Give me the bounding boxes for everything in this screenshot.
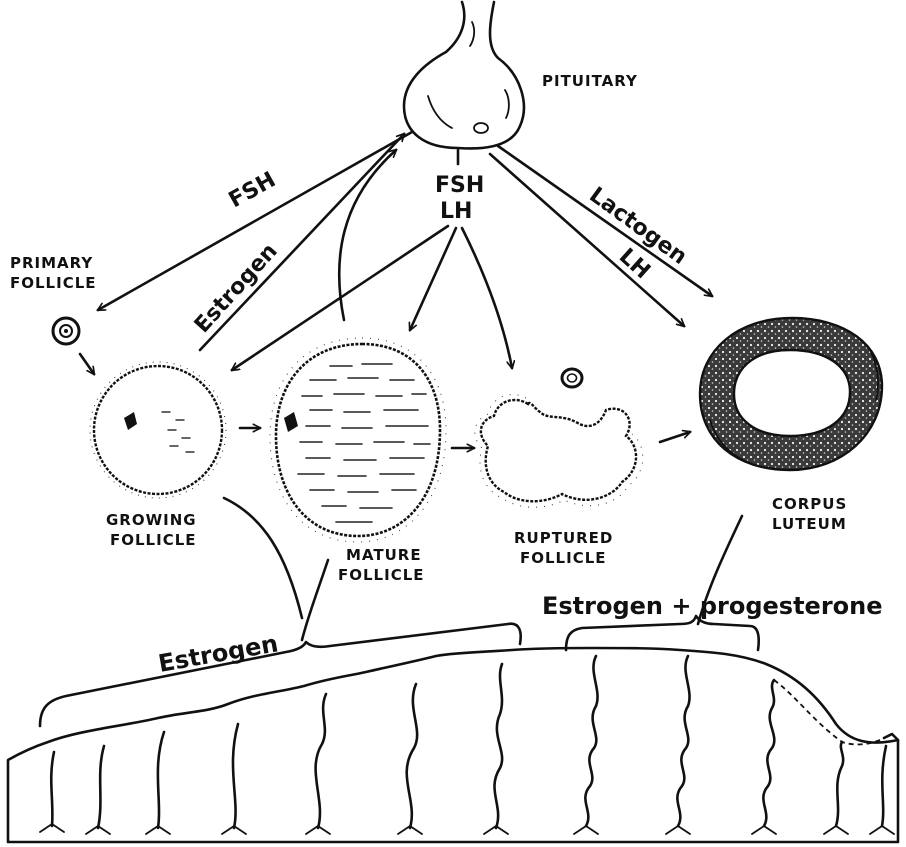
estrogen-brace <box>40 624 521 726</box>
arrow-fsh-lh-to-mature <box>410 228 456 330</box>
gland-5 <box>316 694 326 828</box>
primary-follicle <box>53 318 79 344</box>
endometrium-surface <box>8 648 898 842</box>
ruptured-follicle <box>475 395 643 508</box>
arrow-estrogen-to-pituitary <box>200 134 404 350</box>
arrow-lactogen-to-corpus <box>498 146 712 296</box>
mature-follicle <box>270 338 446 542</box>
pituitary-label: PITUITARY <box>542 72 638 90</box>
arrow-primary-to-growing <box>80 354 94 374</box>
connector-mature <box>302 560 328 640</box>
ruptured-follicle-label-line1: RUPTURED <box>514 529 613 547</box>
gland-8 <box>585 656 597 826</box>
arrow-ruptured-to-corpus <box>660 432 690 442</box>
primary-follicle-label-line1: PRIMARY <box>10 254 93 272</box>
connector-growing <box>224 498 302 618</box>
gland-12 <box>882 746 886 826</box>
gland-4 <box>233 724 238 828</box>
growing-follicle-label-line2: FOLLICLE <box>110 531 197 549</box>
gland-11 <box>836 742 843 826</box>
mature-follicle-label-line1: MATURE <box>346 546 422 564</box>
growing-follicle-label-line1: GROWING <box>106 511 197 529</box>
corpus-luteum-label-line2: LUTEUM <box>772 515 847 533</box>
hormone-arrows <box>98 132 712 370</box>
estrogen-progesterone-brace <box>566 616 759 650</box>
gland-10 <box>763 680 774 826</box>
corpus-luteum-label-line1: CORPUS <box>772 495 847 513</box>
gland-1 <box>51 752 54 826</box>
gland-6 <box>407 684 417 828</box>
estrogen-lower-label: Estrogen <box>156 629 280 678</box>
estrogen-progesterone-label: Estrogen + progesterone <box>542 592 883 620</box>
mature-follicle-label-line2: FOLLICLE <box>338 566 425 584</box>
released-ovum <box>562 369 582 387</box>
gland-2 <box>98 746 104 828</box>
gland-7 <box>494 664 502 828</box>
lh-right-label: LH <box>614 244 655 284</box>
growing-follicle <box>90 362 226 498</box>
gland-3 <box>158 732 164 828</box>
arrow-fsh-lh-to-ruptured <box>462 228 512 368</box>
lh-center-label: LH <box>440 199 472 224</box>
arrow-estrogen-mature-to-pituitary <box>339 150 396 320</box>
fsh-left-label: FSH <box>225 167 280 213</box>
estrogen-up-label: Estrogen <box>190 239 283 338</box>
primary-follicle-label-line2: FOLLICLE <box>10 274 97 292</box>
pituitary-gland <box>404 2 524 148</box>
fsh-center-label: FSH <box>435 173 484 198</box>
gland-9 <box>677 656 689 826</box>
corpus-luteum <box>700 318 882 470</box>
ruptured-follicle-label-line2: FOLLICLE <box>520 549 607 567</box>
uterine-lining <box>8 648 898 842</box>
